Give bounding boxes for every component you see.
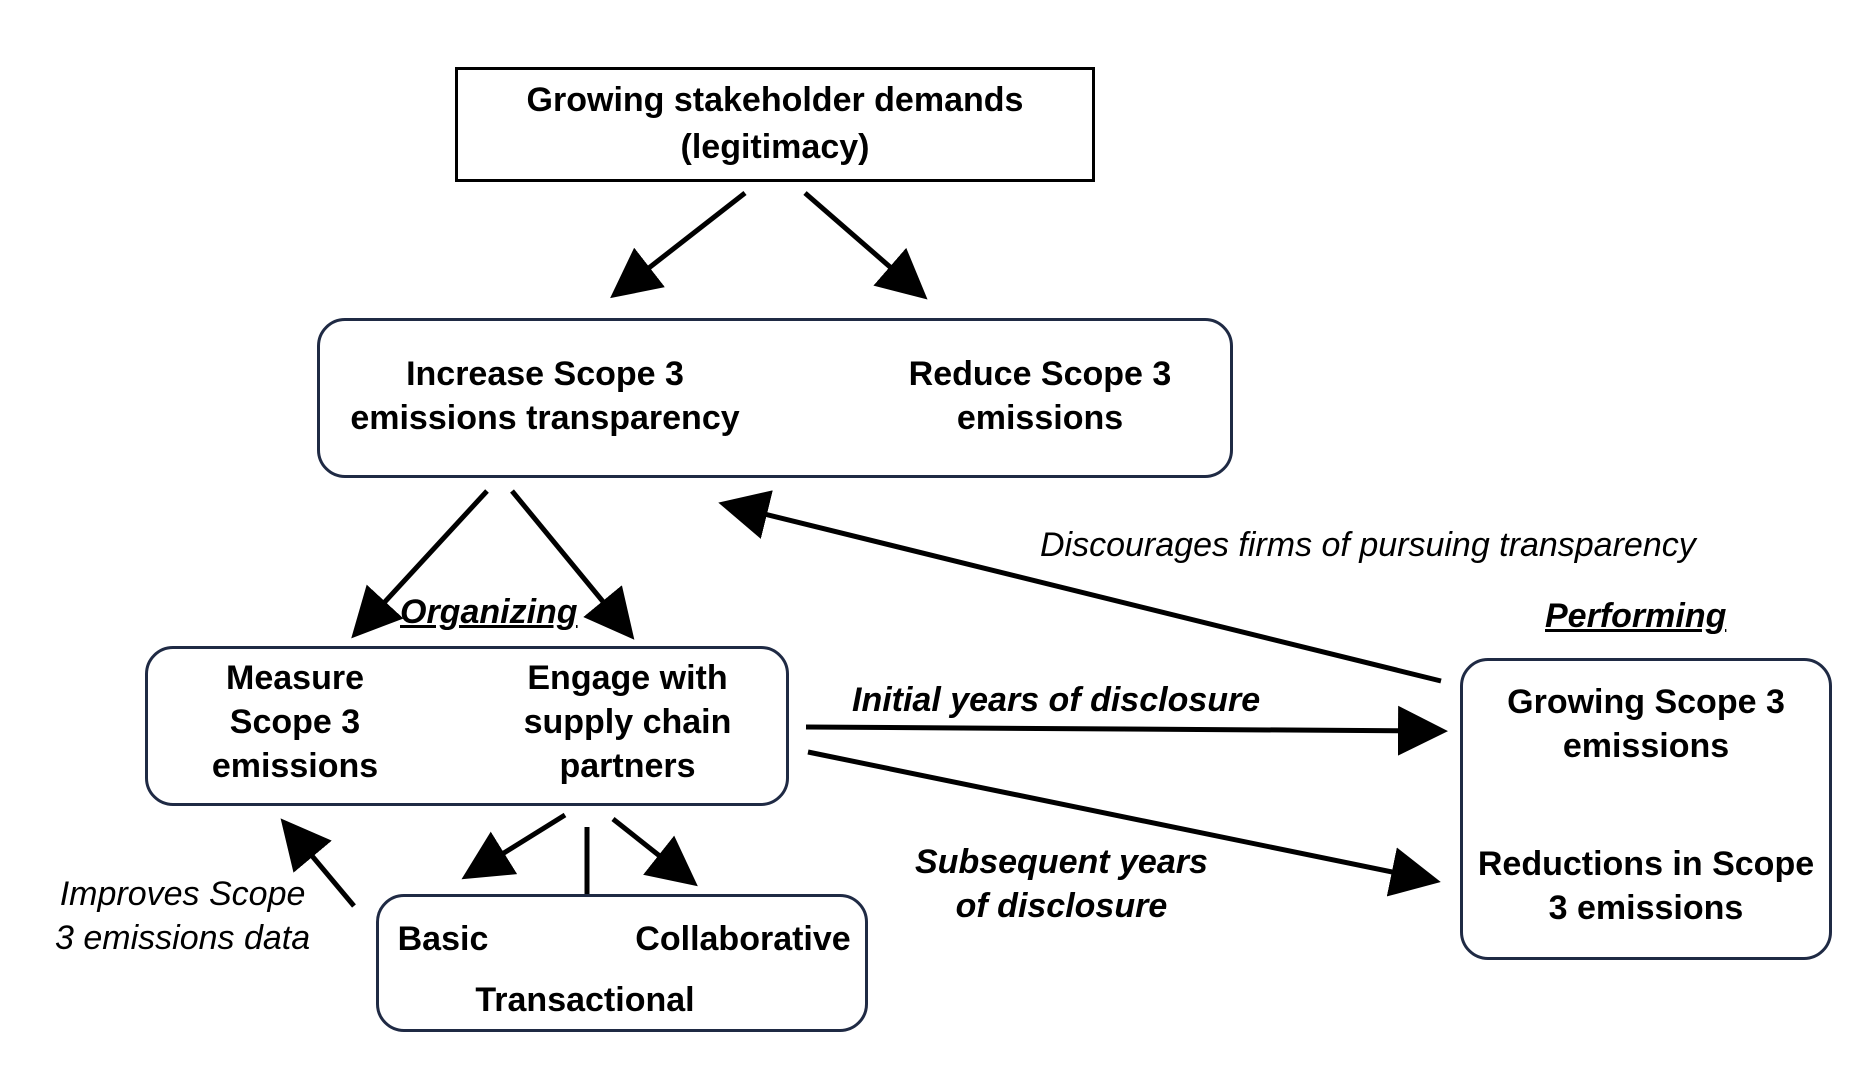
increase-transparency-label: Increase Scope 3 emissions transparency <box>350 355 740 438</box>
subsequent-years-label: Subsequent years of disclosure <box>915 843 1208 926</box>
stakeholder-demands-line2: (legitimacy) <box>680 128 870 166</box>
arrow-transparency-to-engage <box>510 489 635 640</box>
arrow-improves-data <box>280 818 356 908</box>
organizing-box <box>145 646 789 806</box>
reduce-emissions-label: Reduce Scope 3 emissions <box>908 355 1172 438</box>
arrow-transparency-to-measure <box>351 489 489 639</box>
arrow-subsequent-years <box>807 749 1441 897</box>
improves-data-label: Improves Scope 3 emissions data <box>55 875 311 958</box>
arrow-engage-to-basic <box>461 812 567 880</box>
engagement-transactional-label: Transactional <box>475 981 695 1019</box>
discourages-transparency-label: Discourages firms of pursuing transparen… <box>1040 526 1696 564</box>
arrow-demands-to-transparency <box>610 191 747 299</box>
engage-partners-label: Engage with supply chain partners <box>523 659 732 786</box>
emissions-reductions-label: Reductions in Scope 3 emissions <box>1477 845 1815 928</box>
stakeholder-demands-box <box>455 67 1095 182</box>
arrow-engage-to-collaborative <box>611 817 698 887</box>
growing-emissions-label: Growing Scope 3 emissions <box>1507 683 1785 766</box>
organizing-label: Organizing <box>400 593 578 631</box>
stakeholder-demands-line1: Growing stakeholder demands <box>526 81 1024 119</box>
engagement-types-box <box>376 894 868 1032</box>
engagement-collaborative-label: Collaborative <box>635 920 851 958</box>
performing-box <box>1460 658 1832 960</box>
initial-years-label: Initial years of disclosure <box>852 681 1261 719</box>
performing-label: Performing <box>1545 597 1727 635</box>
goals-box <box>317 318 1233 478</box>
arrow-growing-to-goals <box>718 490 1442 684</box>
arrow-demands-to-reduce <box>803 191 928 300</box>
measure-emissions-label: Measure Scope 3 emissions <box>211 659 379 786</box>
arrow-initial-years <box>805 705 1448 756</box>
engagement-basic-label: Basic <box>397 920 489 958</box>
